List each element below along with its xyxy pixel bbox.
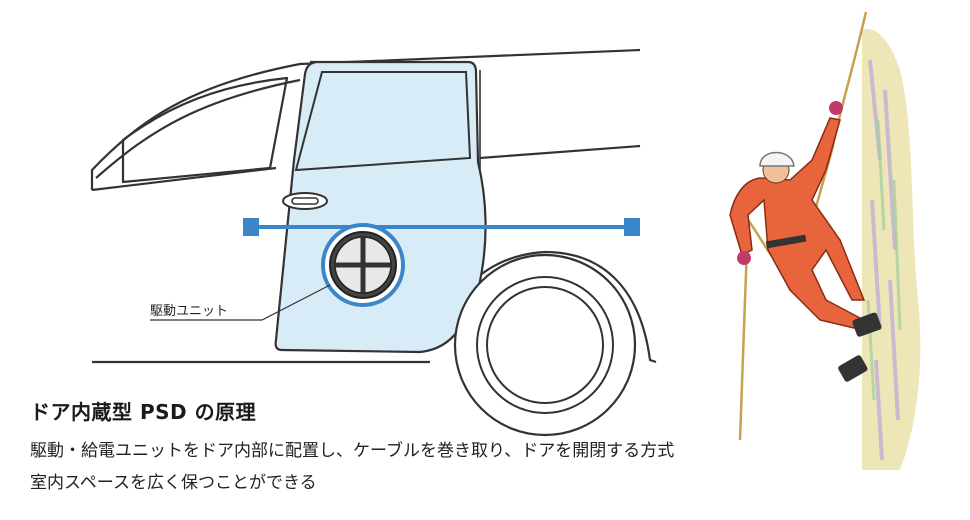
description-line-1: 駆動・給電ユニットをドア内部に配置し、ケーブルを巻き取り、ドアを開閉する方式 (30, 441, 675, 461)
climber-body (729, 117, 866, 329)
rear-wheel (453, 253, 637, 437)
climber-helmet (759, 151, 795, 167)
cable-anchor-right (624, 218, 640, 236)
car-roof-inner-line (95, 78, 301, 179)
car-beltline (91, 144, 641, 192)
climber-illustration (729, 11, 921, 471)
description-line-2: 室内スペースを広く保つことができる (30, 473, 317, 493)
cable (243, 218, 640, 236)
door-handle (282, 192, 328, 210)
car-rear-window (121, 76, 289, 184)
cable-anchor-left (243, 218, 259, 236)
drive-unit (321, 223, 405, 307)
car-roof-line (90, 48, 641, 190)
diagram-title: ドア内蔵型 PSD の原理 (30, 400, 257, 424)
door-window (294, 71, 472, 172)
unit-leader-line (150, 284, 331, 321)
cliff-wall (862, 29, 921, 471)
drive-unit-label: 駆動ユニット (150, 304, 228, 319)
